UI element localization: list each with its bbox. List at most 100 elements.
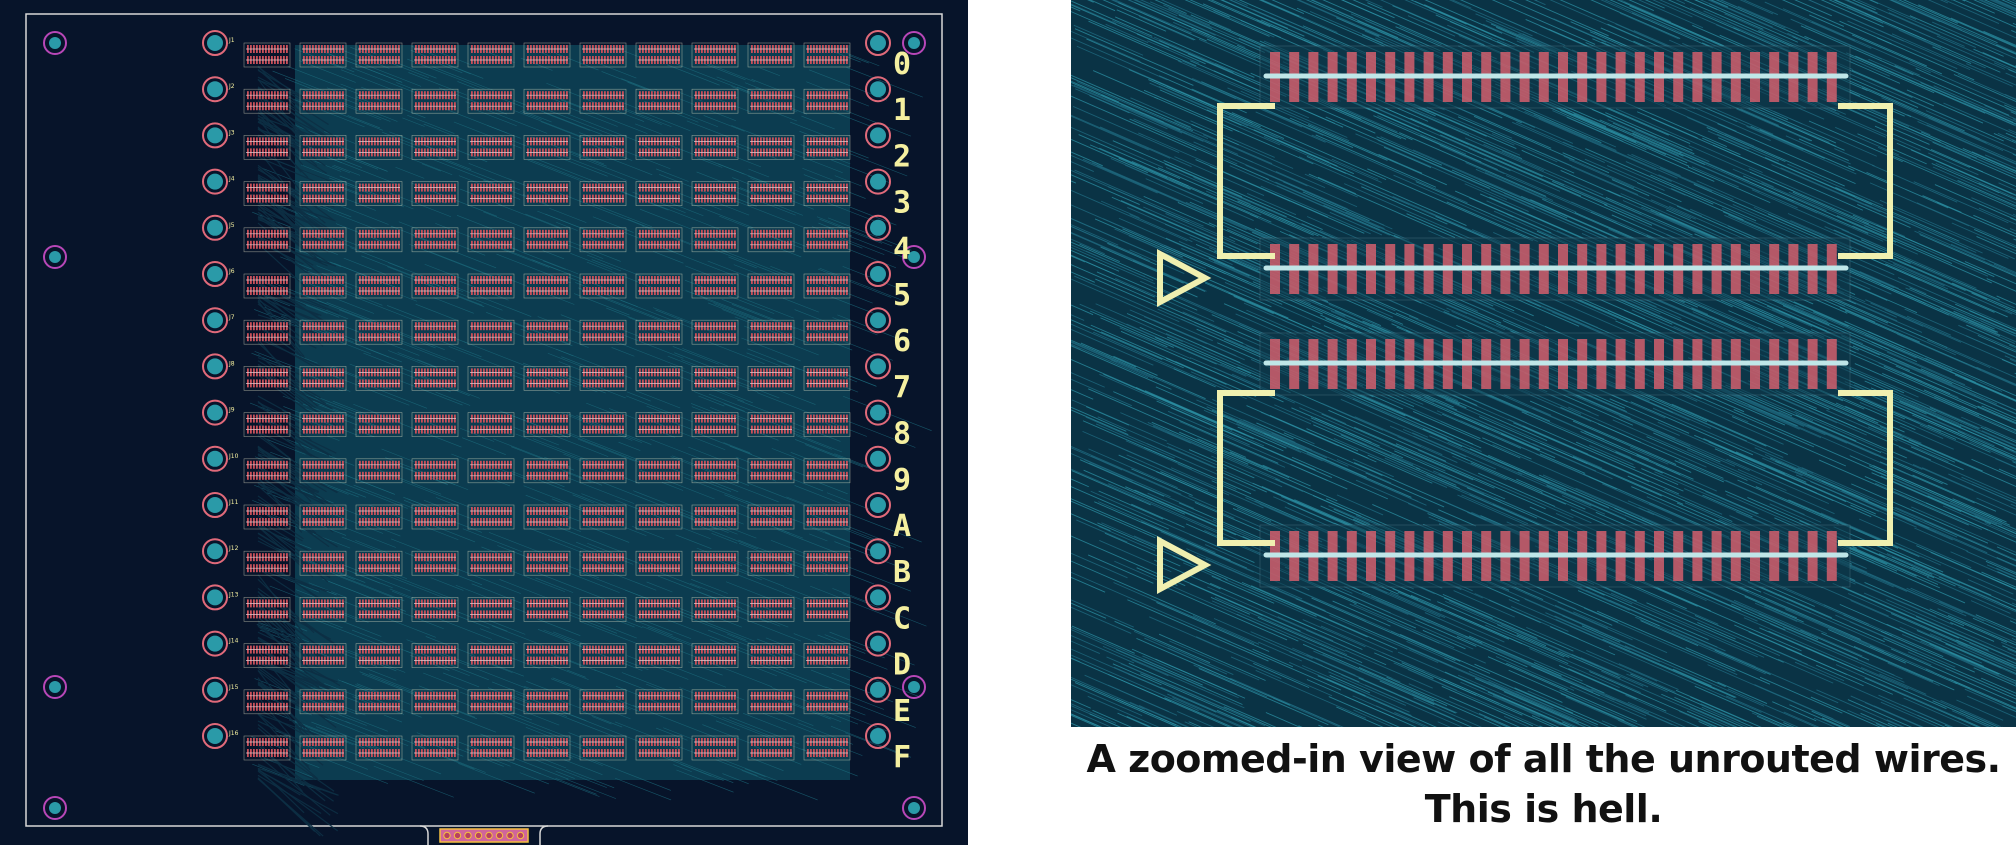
connector-footprint <box>635 319 683 345</box>
pin1-triangle-marker <box>1157 249 1212 307</box>
connector-footprint <box>691 227 739 253</box>
connector-footprint <box>803 319 851 345</box>
connector-footprint <box>579 88 627 114</box>
pin-header: J8 <box>202 353 235 380</box>
connector-footprint <box>803 504 851 530</box>
connector-footprint <box>691 42 739 68</box>
connector-footprint <box>691 550 739 576</box>
pin-header: J12 <box>202 538 239 565</box>
connector-footprint <box>355 88 403 114</box>
right-via <box>865 676 891 703</box>
connector-footprint <box>691 181 739 206</box>
zoomed-ratsnest-view <box>1071 0 2016 727</box>
connector-footprint <box>579 366 627 391</box>
connector-footprint <box>467 273 515 299</box>
connector-footprint <box>635 135 683 160</box>
right-via <box>865 168 891 195</box>
connector-footprint <box>411 88 459 114</box>
connector-footprint <box>299 504 347 530</box>
pin-header: J16 <box>202 723 239 749</box>
connector-footprint <box>355 42 403 68</box>
connector-footprint <box>803 550 851 576</box>
connector-footprint <box>691 643 739 668</box>
pin-label: J5 <box>228 222 235 229</box>
connector-footprint <box>579 412 627 437</box>
bottom-header-body <box>439 828 529 843</box>
mounting-hole <box>43 796 67 820</box>
pin-label: J6 <box>228 268 235 275</box>
caption-line-1: A zoomed-in view of all the unrouted wir… <box>1086 737 2001 781</box>
connector-footprint <box>747 735 795 761</box>
connector-footprint <box>299 597 347 622</box>
connector-footprint <box>299 88 347 114</box>
connector-footprint <box>355 550 403 576</box>
pin-label: J8 <box>228 360 235 367</box>
mounting-hole <box>43 31 67 55</box>
connector-footprint <box>411 458 459 484</box>
pin-label: J12 <box>228 545 239 552</box>
connector-footprint <box>691 135 739 160</box>
connector-footprint <box>635 689 683 715</box>
connector-footprint <box>243 458 291 484</box>
connector-footprint <box>635 181 683 206</box>
connector-footprint <box>355 181 403 206</box>
right-via <box>865 76 891 103</box>
bottom-header-pin <box>474 831 483 840</box>
connector-footprint <box>579 273 627 299</box>
connector-footprint <box>635 458 683 484</box>
connector-footprint <box>299 550 347 576</box>
connector-footprint <box>467 504 515 530</box>
connector-footprint <box>635 227 683 253</box>
pin-header: J1 <box>202 30 235 56</box>
connector-footprint <box>803 643 851 668</box>
connector-footprint <box>579 735 627 761</box>
silk-bracket-left <box>1217 390 1275 546</box>
connector-footprint <box>411 504 459 530</box>
bottom-header-pin <box>495 831 504 840</box>
right-via <box>865 492 891 518</box>
connector-footprint <box>803 366 851 391</box>
connector-footprint <box>243 88 291 114</box>
pin-header: J15 <box>202 676 239 703</box>
connector-footprint <box>299 135 347 160</box>
row-label: F <box>893 740 911 775</box>
connector-footprint <box>803 88 851 114</box>
connector-footprint <box>299 42 347 68</box>
connector-footprint <box>299 643 347 668</box>
right-via <box>865 584 891 611</box>
connector-footprint <box>747 273 795 299</box>
connector-footprint <box>467 227 515 253</box>
row-label: 0 <box>893 47 911 82</box>
connector-footprint <box>523 643 571 668</box>
right-via <box>865 445 891 472</box>
connector-footprint <box>523 42 571 68</box>
pin-header: J2 <box>202 76 235 103</box>
connector-footprint <box>747 689 795 715</box>
pin-label: J13 <box>228 591 239 598</box>
pin-label: J16 <box>228 730 239 737</box>
connector-footprint <box>243 597 291 622</box>
caption-line-2: This is hell. <box>1424 787 1663 831</box>
connector-footprint <box>355 366 403 391</box>
pin-label: J14 <box>228 638 239 645</box>
mounting-hole <box>43 675 67 699</box>
connector-footprint <box>355 689 403 715</box>
silk-bracket-left <box>1217 103 1275 259</box>
connector-footprint <box>411 366 459 391</box>
ratsnest-area <box>249 44 932 837</box>
row-label: D <box>893 648 911 683</box>
pin-label: J4 <box>228 176 235 183</box>
connector-footprint <box>691 366 739 391</box>
connector-footprint <box>299 458 347 484</box>
connector-footprint <box>579 550 627 576</box>
connector-footprint <box>747 643 795 668</box>
connector-footprint <box>355 135 403 160</box>
row-label: 9 <box>893 463 911 498</box>
connector-footprint <box>243 643 291 668</box>
row-label: C <box>893 601 911 636</box>
mounting-hole <box>902 796 926 820</box>
connector-footprint <box>243 42 291 68</box>
connector-footprint <box>803 227 851 253</box>
pin-header: J13 <box>202 584 239 611</box>
